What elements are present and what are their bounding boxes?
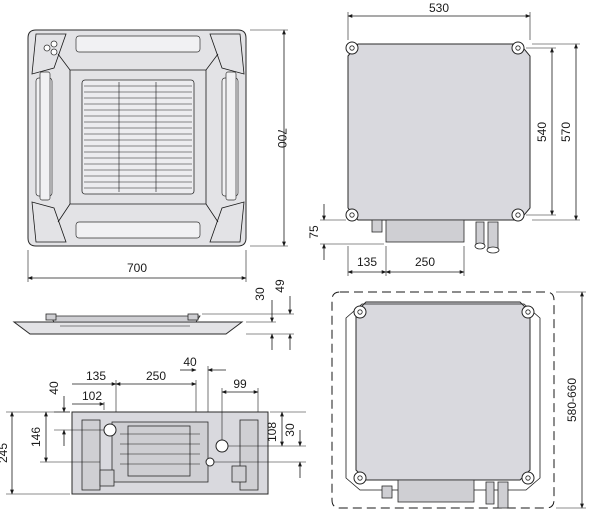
detail-250-label: 250 [146, 369, 166, 383]
louver-top [75, 35, 201, 53]
control-box [385, 219, 465, 243]
detail-40-left-label: 40 [47, 381, 61, 395]
detail-99-label: 99 [233, 377, 247, 391]
detail-40-top-label: 40 [183, 355, 197, 369]
hanger-bracket-br [511, 208, 525, 222]
hanger-bracket-tr [511, 41, 525, 55]
top-hanger-span-label: 540 [535, 122, 549, 142]
detail-146-label: 146 [29, 427, 43, 447]
top-outer-height-label: 570 [559, 122, 573, 142]
grille-slats [84, 82, 192, 192]
detail-135-label: 135 [86, 369, 106, 383]
top-outer-width-label: 530 [429, 1, 449, 15]
ceiling-opening-outline [331, 291, 555, 509]
detail-245-label: 245 [0, 443, 10, 463]
front-panel-view: 700 700 [27, 29, 289, 282]
detail-30-label: 30 [283, 423, 297, 437]
detail-view: 135 250 40 99 102 40 146 245 108 30 [0, 355, 306, 495]
detail-102-label: 102 [82, 389, 102, 403]
side-panel-thickness-label: 30 [253, 287, 267, 301]
louver-bottom [75, 221, 201, 239]
installation-view: 580-660 [331, 291, 586, 509]
top-view-body: 530 540 570 75 135 250 [307, 1, 580, 276]
side-view: 30 49 [12, 279, 294, 350]
pipe-connections [474, 221, 500, 254]
front-width-label: 700 [127, 261, 147, 275]
front-height-label: 700 [275, 128, 289, 148]
detail-108-label: 108 [265, 422, 279, 442]
install-opening-range-label: 580-660 [565, 378, 579, 422]
hanger-bracket-bl [345, 208, 359, 222]
top-pipe-height-label: 75 [307, 225, 321, 239]
top-box-width-label: 250 [415, 255, 435, 269]
side-total-thickness-label: 49 [273, 279, 287, 293]
top-offset-label: 135 [357, 255, 377, 269]
fan-icon [43, 40, 58, 56]
hanger-bracket-tl [345, 41, 359, 55]
